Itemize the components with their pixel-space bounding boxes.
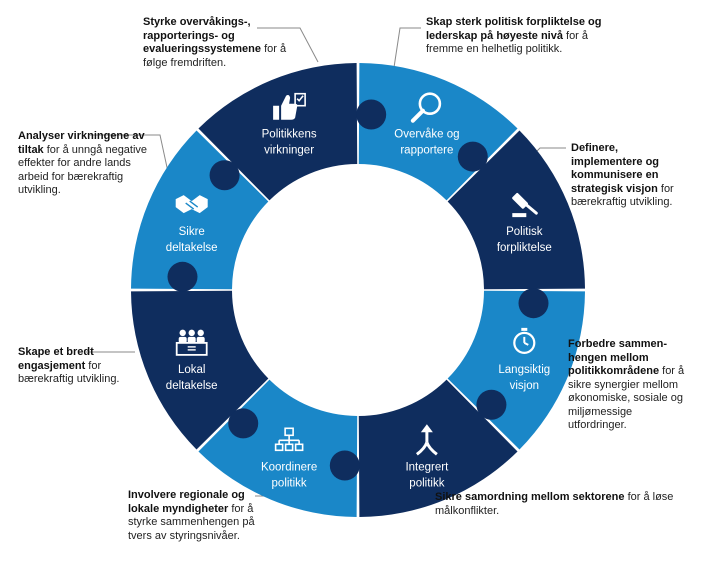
magnifier-icon [410,92,442,123]
handshake-icon [175,195,208,214]
ring-segment-lokal [131,290,269,450]
segment-label-virkninger-2: virkninger [264,145,314,157]
meeting-icon [175,329,208,356]
annotation-integrert-rest: for å sikre synergier mellom økonomiske,… [568,365,685,431]
segment-label-koordinere-2: politikk [272,477,307,489]
annotation-koordinere-bold: Sikre samordning mellom sektorene [435,491,625,503]
annotation-overvake-rest: for å følge fremdriften. [143,43,287,69]
wheel-icons [175,92,538,456]
segment-label-overvake-1: Overvåke og [394,129,459,141]
leader-line-politisk [392,27,421,75]
annotation-koordinere-rest: for å løse målkonflikter. [435,491,674,517]
annotation-langsiktig-rest: for bærekraftig utvikling. [571,182,674,209]
ring-segment-politisk [447,130,585,290]
annotation-overvake: Styrke overvåkings-, rapporterings- og e… [143,16,293,70]
annotation-politisk-bold: Skap sterk politisk forpliktelse og lede… [426,16,602,42]
org-chart-icon [274,427,304,452]
annotation-virkninger-rest: for å unngå negative effekter for andre … [18,143,148,197]
ring-segment-virkninger [198,63,358,201]
segment-label-lokal-2: deltakelse [166,380,218,392]
segment-label-lokal-1: Lokal [178,364,206,376]
segment-label-virkninger-1: Politikkens [262,129,317,141]
annotation-langsiktig: Definere, implementere og kommunisere en… [571,142,689,210]
segment-label-politisk-2: forpliktelse [497,242,552,254]
annotation-koordinere: Sikre samordning mellom sektorene for å … [435,491,685,518]
segment-label-koordinere-1: Koordinere [261,461,317,473]
segment-label-langsiktig-1: Langsiktig [498,364,550,376]
annotation-lokal-rest: for å styrke sammenhengen på tvers av st… [128,502,255,542]
annotation-politisk: Skap sterk politisk forpliktelse og lede… [426,16,612,57]
ring-segment-integrert [358,379,518,517]
wheel-center [233,165,483,415]
puzzle-tab-politisk [457,141,488,172]
segment-label-overvake-2: rapportere [400,145,453,157]
thumbs-up-checklist-icon [273,92,306,120]
annotation-sikre: Skape et bredt engasjement for bærekraft… [18,346,140,387]
leader-line-virkninger [90,134,169,173]
annotation-overvake-bold: Styrke overvåkings-, rapporterings- og e… [143,16,262,55]
puzzle-tab-virkninger [356,99,387,130]
puzzle-tab-integrert [476,389,507,420]
gavel-icon [512,193,538,218]
puzzle-tab-integrert [329,450,360,481]
annotation-lokal: Involvere regionale og lokale myndighete… [128,489,274,543]
segment-label-sikre-1: Sikre [179,226,205,238]
puzzle-tab-politisk [518,288,549,319]
annotation-sikre-bold: Skape et bredt engasjement [18,346,94,372]
annotation-integrert-bold: Forbedre sammen-hengen mellom politikkom… [568,338,668,377]
annotation-politisk-rest: for å fremme en helhetlig politikk. [426,29,589,56]
stopwatch-icon [513,327,536,354]
segment-label-politisk-1: Politisk [506,226,543,238]
puzzle-tab-lokal [228,408,259,439]
annotation-virkninger-bold: Analyser virkningene av tiltak [18,130,145,156]
annotation-virkninger: Analyser virkningene av tiltak for å unn… [18,130,150,198]
annotation-lokal-bold: Involvere regionale og lokale myndighete… [128,489,245,515]
segment-label-langsiktig-2: visjon [510,380,539,392]
annotation-sikre-rest: for bærekraftig utvikling. [18,359,120,386]
merge-arrow-icon [415,424,438,456]
segment-label-sikre-2: deltakelse [166,242,218,254]
annotation-langsiktig-bold: Definere, implementere og kommunisere en… [571,142,660,195]
puzzle-tab-lokal [167,261,198,292]
annotation-integrert: Forbedre sammen-hengen mellom politikkom… [568,338,690,433]
puzzle-tab-virkninger [209,160,240,191]
leader-line-overvake [257,27,319,63]
segment-label-integrert-2: politikk [409,477,444,489]
wheel-ring [131,63,585,517]
segment-label-integrert-1: Integrert [405,461,449,473]
